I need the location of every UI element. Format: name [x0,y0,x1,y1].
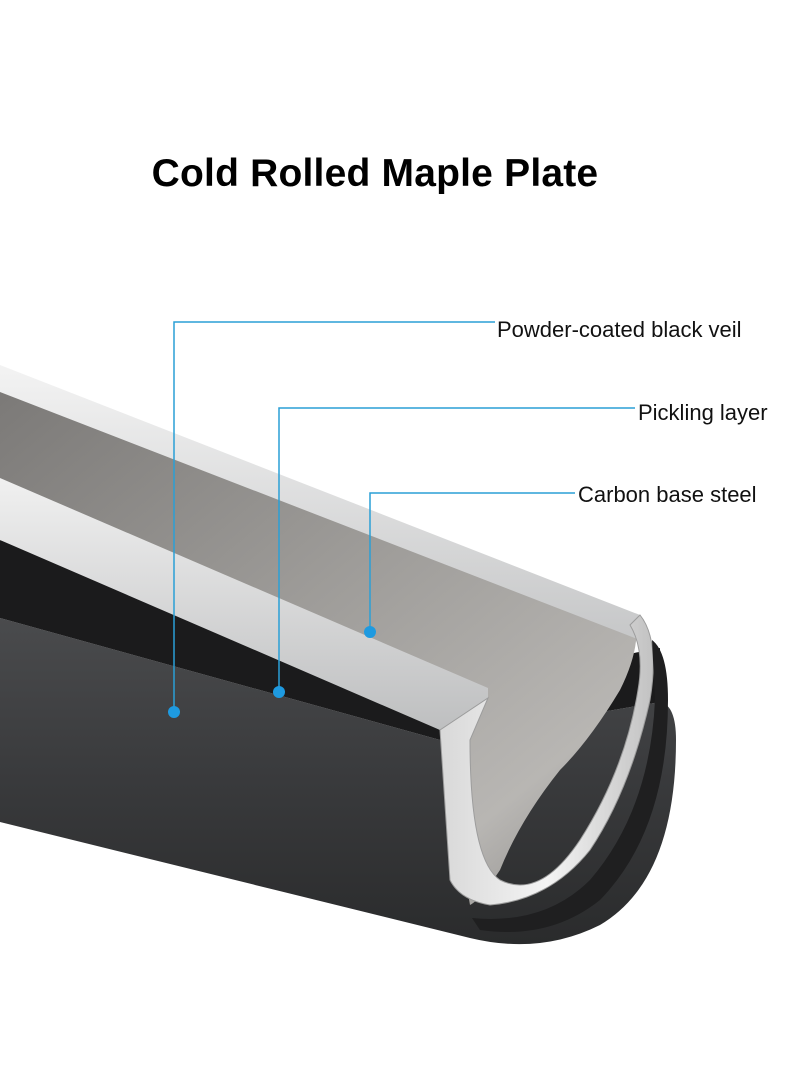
callout-label-pickling: Pickling layer [638,400,768,425]
leader-line-carbon [369,492,575,632]
steel-edge-ring [439,614,654,906]
callout-dot-pickling [273,686,285,698]
page-title: Cold Rolled Maple Plate [151,152,599,195]
leader-line-powder [173,321,495,712]
steel-upper-flange [0,365,640,640]
powder-coat-body [0,618,676,945]
leader-line-pickling [278,407,635,692]
callout-dot-carbon [364,626,376,638]
callout-dot-powder [168,706,180,718]
steel-lower-flange [0,478,488,730]
powder-coat-edge [472,640,668,932]
callout-label-powder: Powder-coated black veil [497,317,742,342]
callout-label-carbon: Carbon base steel [578,482,757,507]
